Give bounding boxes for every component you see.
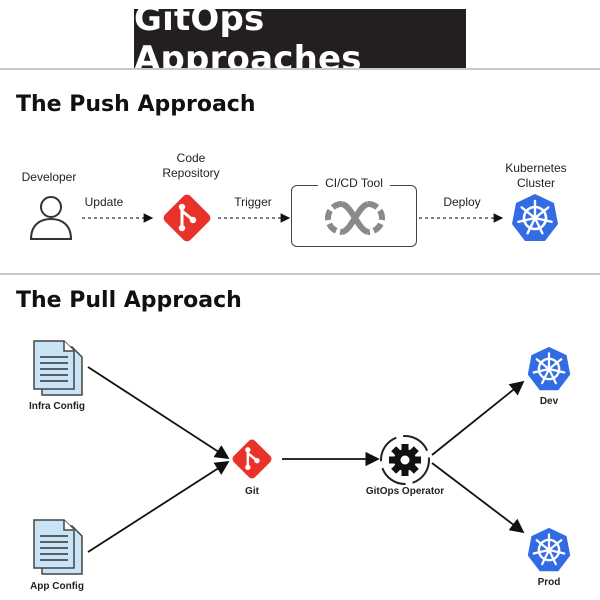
git-icon	[232, 439, 272, 479]
kubernetes-icon	[512, 194, 558, 241]
app-config-label: App Config	[30, 581, 84, 592]
push-section-title: The Push Approach	[16, 92, 256, 117]
kubernetes-icon	[527, 527, 571, 572]
user-icon	[29, 196, 73, 240]
infra-config-label: Infra Config	[28, 401, 86, 412]
pull-section-title: The Pull Approach	[16, 288, 242, 313]
kubernetes-cluster-label-line2: Cluster	[516, 176, 555, 190]
infinity-icon	[325, 201, 385, 235]
top-divider	[0, 68, 600, 70]
gitops-operator-label: GitOps Operator	[365, 486, 445, 497]
developer-label: Developer	[21, 170, 77, 184]
git-icon	[163, 194, 211, 242]
gear-icon	[380, 435, 430, 485]
document-icon	[33, 519, 83, 575]
edge-infra-to-git	[87, 366, 230, 459]
edge-trigger-label: Trigger	[234, 195, 272, 209]
edge-update-label: Update	[84, 195, 124, 209]
edge-operator-to-prod	[431, 462, 525, 534]
edge-app-to-git	[87, 461, 230, 553]
prod-label: Prod	[537, 577, 561, 588]
kubernetes-cluster-label-line1: Kubernetes	[505, 161, 567, 175]
dev-label: Dev	[539, 396, 559, 407]
edge-deploy-label: Deploy	[443, 195, 481, 209]
code-repository-label-line2: Repository	[162, 166, 220, 180]
code-repository-label-line1: Code	[176, 151, 206, 165]
git-label: Git	[245, 486, 259, 497]
edge-operator-to-dev	[431, 380, 525, 456]
middle-divider	[0, 273, 600, 275]
cicd-tool-label: CI/CD Tool	[318, 176, 390, 190]
document-icon	[33, 340, 83, 396]
kubernetes-icon	[527, 346, 571, 391]
